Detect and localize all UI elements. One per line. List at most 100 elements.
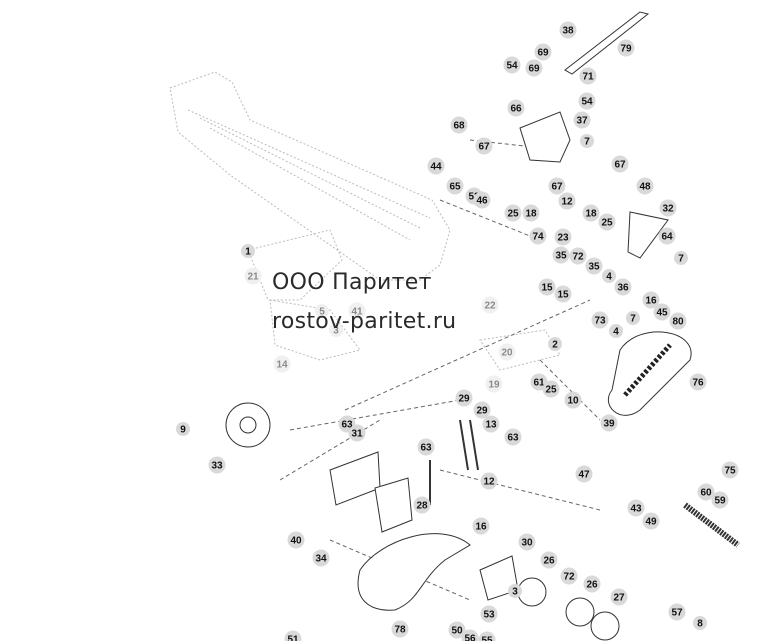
watermark-site: rostov-paritet.ru [272, 309, 457, 334]
callout-number: 63 [341, 420, 353, 431]
spring-drawing [683, 502, 740, 548]
callout-number: 3 [512, 587, 518, 598]
callout-bubble [580, 134, 594, 148]
callout-bubble [711, 491, 729, 509]
callout-bubble [241, 244, 255, 258]
callout-bubble [627, 499, 645, 517]
callout-bubble [503, 56, 521, 74]
callout-number: 66 [510, 104, 522, 115]
part-callout: 59 [711, 491, 729, 509]
part-callout: 21 [244, 267, 262, 285]
callout-bubble [525, 59, 543, 77]
chute-drawing [357, 533, 471, 611]
callout-number: 74 [532, 232, 544, 243]
callout-number: 38 [562, 26, 574, 37]
callout-number: 18 [585, 209, 597, 220]
callout-bubble [575, 465, 593, 483]
callout-bubble [348, 424, 366, 442]
callout-number: 1 [245, 247, 251, 258]
callout-number: 31 [351, 429, 363, 440]
callout-number: 36 [617, 283, 629, 294]
callout-number: 75 [724, 466, 736, 477]
rod-drawing [564, 11, 650, 75]
callout-number: 7 [584, 137, 590, 148]
part-callout: 54 [578, 92, 596, 110]
callout-number: 53 [483, 610, 495, 621]
part-callout: 46 [473, 191, 491, 209]
callout-bubble [554, 228, 572, 246]
part-callout: 72 [560, 567, 578, 585]
callout-number: 25 [507, 209, 519, 220]
auger-housing-drawing [169, 71, 561, 371]
callout-bubble [559, 21, 577, 39]
callout-bubble [244, 267, 262, 285]
part-callout: 78 [391, 620, 409, 638]
callout-bubble [448, 621, 466, 639]
callout-number: 72 [563, 572, 575, 583]
callout-bubble [548, 337, 562, 351]
callout-number: 40 [290, 536, 302, 547]
callout-bubble [558, 192, 576, 210]
part-callout: 15 [554, 285, 572, 303]
part-callout: 67 [611, 155, 629, 173]
callout-number: 68 [453, 121, 465, 132]
callout-bubble [473, 191, 491, 209]
callout-number: 54 [581, 97, 593, 108]
callout-bubble [659, 199, 677, 217]
part-callout: 35 [585, 257, 603, 275]
callout-number: 78 [394, 625, 406, 636]
part-callout: 68 [450, 116, 468, 134]
callout-bubble [697, 483, 715, 501]
callout-bubble [417, 438, 435, 456]
part-callout: 49 [642, 512, 660, 530]
part-callout: 74 [529, 227, 547, 245]
callout-number: 72 [572, 252, 584, 263]
callout-bubble [485, 375, 503, 393]
callout-number: 14 [276, 360, 288, 371]
part-callout: 48 [636, 177, 654, 195]
part-callout: 73 [591, 311, 609, 329]
callout-bubble [473, 401, 491, 419]
callout-bubble [461, 629, 479, 641]
part-callout: 41 [348, 302, 366, 320]
callout-bubble [614, 278, 632, 296]
callout-bubble [626, 311, 640, 325]
part-callout: 36 [614, 278, 632, 296]
callout-number: 35 [555, 251, 567, 262]
part-callout: 7 [626, 311, 640, 325]
callout-bubble [689, 373, 707, 391]
plate-drawing [329, 451, 381, 506]
callout-number: 13 [485, 420, 497, 431]
callout-bubble [504, 428, 522, 446]
callout-bubble [653, 303, 671, 321]
callout-bubble [475, 137, 493, 155]
part-callout: 54 [503, 56, 521, 74]
callout-bubble [554, 285, 572, 303]
callout-bubble [284, 630, 302, 641]
callout-number: 64 [661, 232, 673, 243]
part-callout: 63 [417, 438, 435, 456]
callout-number: 65 [449, 182, 461, 193]
part-callout: 25 [598, 213, 616, 231]
chain-drawing [607, 331, 692, 416]
callout-number: 28 [416, 501, 428, 512]
callout-bubble [176, 422, 190, 436]
part-callout: 1 [241, 244, 255, 258]
callout-number: 63 [420, 443, 432, 454]
part-callout: 39 [600, 414, 618, 432]
callout-number: 12 [561, 197, 573, 208]
part-callout: 8 [693, 616, 707, 630]
callout-number: 44 [430, 162, 442, 173]
part-callout: 13 [482, 415, 500, 433]
part-callout: 69 [534, 43, 552, 61]
part-callout: 20 [498, 343, 516, 361]
part-callout: 37 [573, 111, 591, 129]
callout-number: 19 [488, 380, 500, 391]
callout-bubble [585, 257, 603, 275]
spring-drawing [627, 211, 669, 259]
part-callout: 2 [548, 337, 562, 351]
part-callout: 22 [481, 296, 499, 314]
callout-number: 76 [692, 378, 704, 389]
part-callout: 19 [485, 375, 503, 393]
